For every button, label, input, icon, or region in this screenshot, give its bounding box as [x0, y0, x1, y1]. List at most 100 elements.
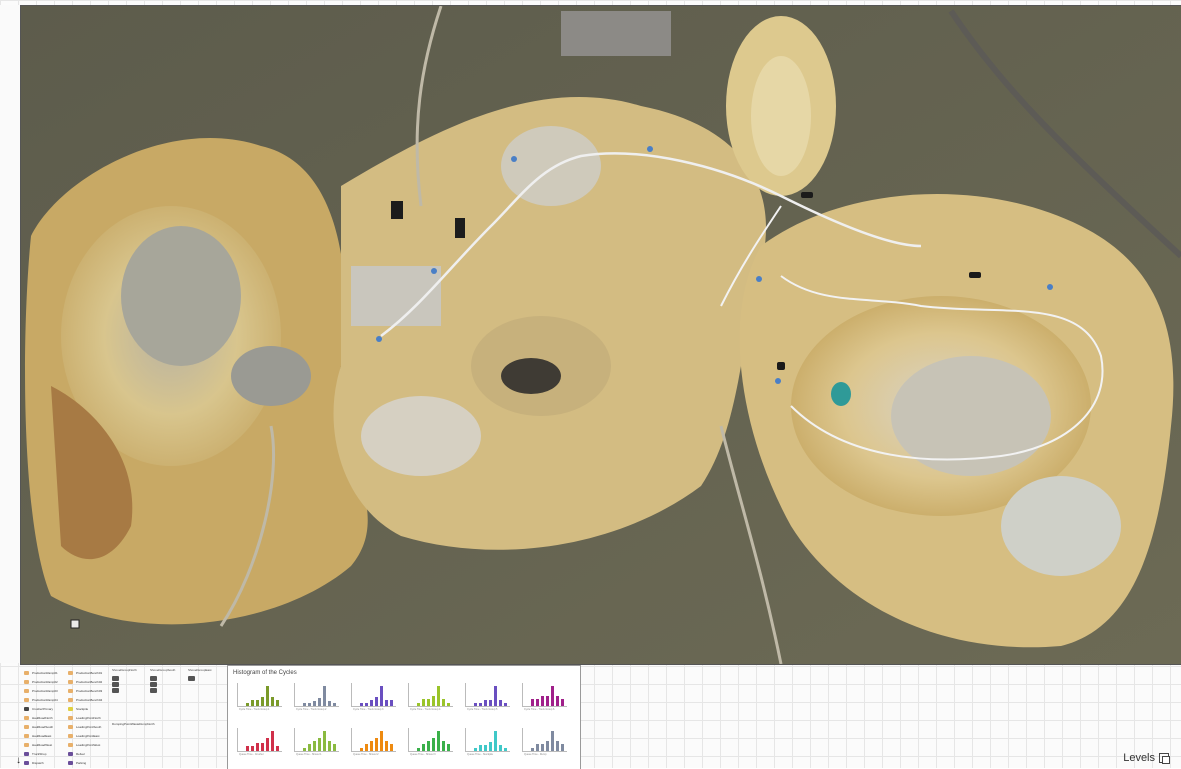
map-marker-icon[interactable]: [511, 156, 517, 162]
shovel-icon[interactable]: [150, 676, 157, 681]
shovel-icon[interactable]: [112, 688, 119, 693]
histogram-bar: [313, 741, 316, 751]
histogram-bar: [531, 748, 534, 751]
legend-item-label: LoadingPointNorth: [76, 715, 101, 720]
legend-swatch-icon: [68, 715, 73, 720]
histogram-bar: [370, 741, 373, 751]
histogram-label: Cycle Time - Truck Group 4: [410, 708, 441, 711]
histogram-plot: [522, 683, 567, 707]
legend-swatch-icon: [68, 688, 73, 693]
layers-icon: [1159, 753, 1170, 764]
histogram-plot: [522, 728, 567, 752]
legend-item: ProductionRamp04: [24, 695, 58, 704]
legend-item: CrusherPrimary: [24, 704, 58, 713]
histogram-label: Cycle Time - Truck Group 5: [467, 708, 498, 711]
histogram-bar: [276, 746, 279, 751]
legend-item: ProductionBench02: [68, 677, 102, 686]
shovel-icon[interactable]: [112, 682, 119, 687]
histogram-bar: [541, 744, 544, 751]
legend-item: Parking: [68, 758, 102, 767]
histogram-bar: [442, 699, 445, 706]
histogram-bar: [561, 744, 564, 751]
histogram-bar: [380, 731, 383, 751]
histogram-chart: Cycle Time - Truck Group 3: [345, 677, 397, 714]
scroll-down-icon[interactable]: ↓: [16, 755, 21, 766]
legend-item: LoadingPointWest: [68, 740, 102, 749]
histogram-label: Queue Time - Shovel 3: [410, 753, 436, 756]
legend-item-label: ProductionRamp01: [32, 670, 58, 675]
legend-swatch-icon: [68, 733, 73, 738]
histogram-bar: [561, 699, 564, 706]
levels-label: Levels: [1123, 752, 1155, 764]
legend-item: Dispatch: [24, 758, 58, 767]
legend-item: ProductionBench04: [68, 695, 102, 704]
map-marker-icon[interactable]: [647, 146, 653, 152]
histogram-plot: [465, 683, 510, 707]
truck-icon[interactable]: [777, 362, 785, 370]
histogram-chart: Queue Time - Crusher: [231, 722, 283, 759]
histogram-bar: [484, 745, 487, 751]
histogram-bar: [432, 696, 435, 706]
aerial-map[interactable]: [20, 5, 1181, 665]
histogram-bar: [333, 703, 336, 706]
legend-swatch-icon: [24, 733, 29, 738]
histogram-title: Histogram of the Cycles: [233, 670, 297, 676]
map-marker-icon[interactable]: [1047, 284, 1053, 290]
legend-swatch-icon: [24, 679, 29, 684]
histogram-chart: Cycle Time - Truck Group 2: [288, 677, 340, 714]
histogram-bar: [266, 686, 269, 706]
histogram-bar: [489, 742, 492, 751]
map-marker-icon[interactable]: [775, 378, 781, 384]
histogram-bar: [484, 700, 487, 706]
legend-swatch-icon: [24, 697, 29, 702]
histogram-bar: [390, 700, 393, 706]
histogram-chart: Queue Time - Shovel 2: [345, 722, 397, 759]
histogram-bar: [447, 703, 450, 706]
histogram-chart: Cycle Time - Truck Group 4: [402, 677, 454, 714]
truck-icon[interactable]: [969, 272, 981, 278]
histogram-bar: [333, 744, 336, 751]
histogram-bar: [489, 700, 492, 706]
legend-swatch-icon: [68, 706, 73, 711]
histogram-bar: [427, 699, 430, 706]
histogram-bar: [375, 697, 378, 706]
legend-item: LoadingPointSouth: [68, 722, 102, 731]
histogram-bar: [266, 738, 269, 751]
histogram-bar: [417, 748, 420, 751]
legend-item: ProductionRamp02: [24, 677, 58, 686]
map-marker-icon[interactable]: [376, 336, 382, 342]
histogram-chart: Queue Time - Stockpile: [459, 722, 511, 759]
map-marker-icon[interactable]: [431, 268, 437, 274]
histogram-bar: [499, 700, 502, 706]
legend-item: Refuel: [68, 749, 102, 758]
legend-item: Stockpile: [68, 704, 102, 713]
histogram-bar: [256, 700, 259, 706]
histogram-bar: [504, 748, 507, 751]
levels-button[interactable]: Levels: [1123, 752, 1170, 764]
histogram-plot: [408, 683, 453, 707]
histogram-bar: [365, 703, 368, 706]
legend-swatch-icon: [68, 742, 73, 747]
histogram-bar: [427, 741, 430, 751]
histogram-plot: [351, 683, 396, 707]
map-marker-icon[interactable]: [756, 276, 762, 282]
legend-swatch-icon: [24, 688, 29, 693]
shovel-icon[interactable]: [188, 676, 195, 681]
histogram-bar: [437, 686, 440, 706]
shovel-icon[interactable]: [112, 676, 119, 681]
legend-item-label: HaulRoadWest: [32, 742, 53, 747]
shovel-icon[interactable]: [150, 688, 157, 693]
shovel-icon[interactable]: [150, 682, 157, 687]
histogram-plot: [351, 728, 396, 752]
histogram-bar: [536, 744, 539, 751]
legend-item-label: ProductionBench03: [76, 688, 103, 693]
legend-item-label: HaulRoadNorth: [32, 715, 53, 720]
legend-item-label: CrusherPrimary: [32, 706, 54, 711]
truck-icon[interactable]: [801, 192, 813, 198]
legend-swatch-icon: [24, 742, 29, 747]
histogram-bar: [271, 731, 274, 751]
histogram-bar: [417, 703, 420, 706]
histogram-bar: [437, 731, 440, 751]
histogram-bar: [474, 748, 477, 751]
